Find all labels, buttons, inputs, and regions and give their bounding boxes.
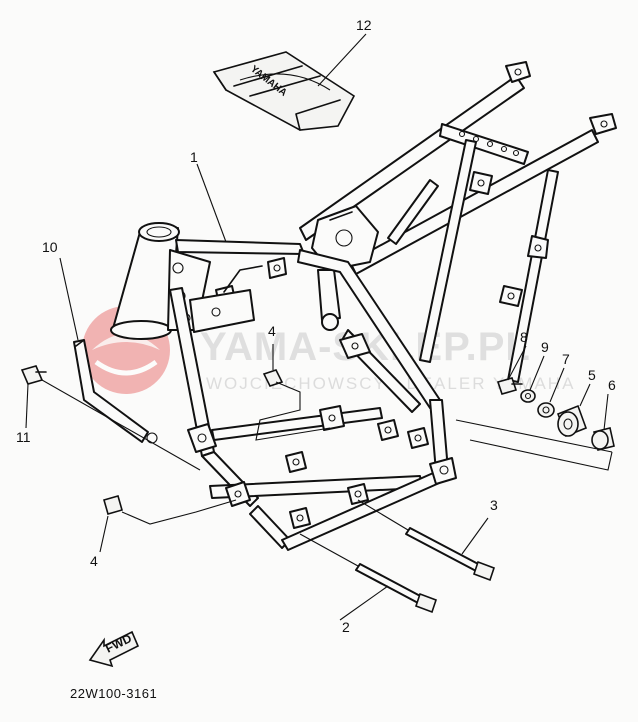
callout-10: 10 [42,239,58,255]
spacer-stack-guide [455,419,613,471]
part-12-tool-bag: YAMAHA [212,51,356,131]
part-6-spacer [591,427,615,451]
callout-5: 5 [588,367,596,383]
part-8-bolt-small [496,377,523,395]
fwd-arrow-icon: FWD [88,630,140,668]
callout-4-lower: 4 [90,553,98,569]
part-4-nut-lower [103,495,237,525]
callout-2: 2 [342,619,350,635]
callout-7: 7 [562,351,570,367]
callout-9: 9 [541,339,549,355]
part-10-engine-guard [73,339,158,444]
part-3-long-bolt [357,499,496,582]
part-11-bolt [20,365,201,471]
part-7-collar [537,402,555,418]
callout-4-upper: 4 [268,323,276,339]
diagram-code: 22W100-3161 [70,686,157,701]
part-1-main-frame [110,61,617,551]
callout-12: 12 [356,17,372,33]
part-5-bush [556,404,588,438]
part-4-nut-upper [255,369,331,441]
callout-1: 1 [190,149,198,165]
part-2-long-bolt [299,533,438,614]
part-callouts: 1 2 3 4 4 5 6 7 8 9 10 11 12 [16,17,616,635]
leader-lines [25,33,609,621]
callout-11: 11 [16,429,31,445]
callout-3: 3 [490,497,498,513]
callout-8: 8 [520,329,528,345]
part-9-washer [520,389,536,403]
callout-6: 6 [608,377,616,393]
